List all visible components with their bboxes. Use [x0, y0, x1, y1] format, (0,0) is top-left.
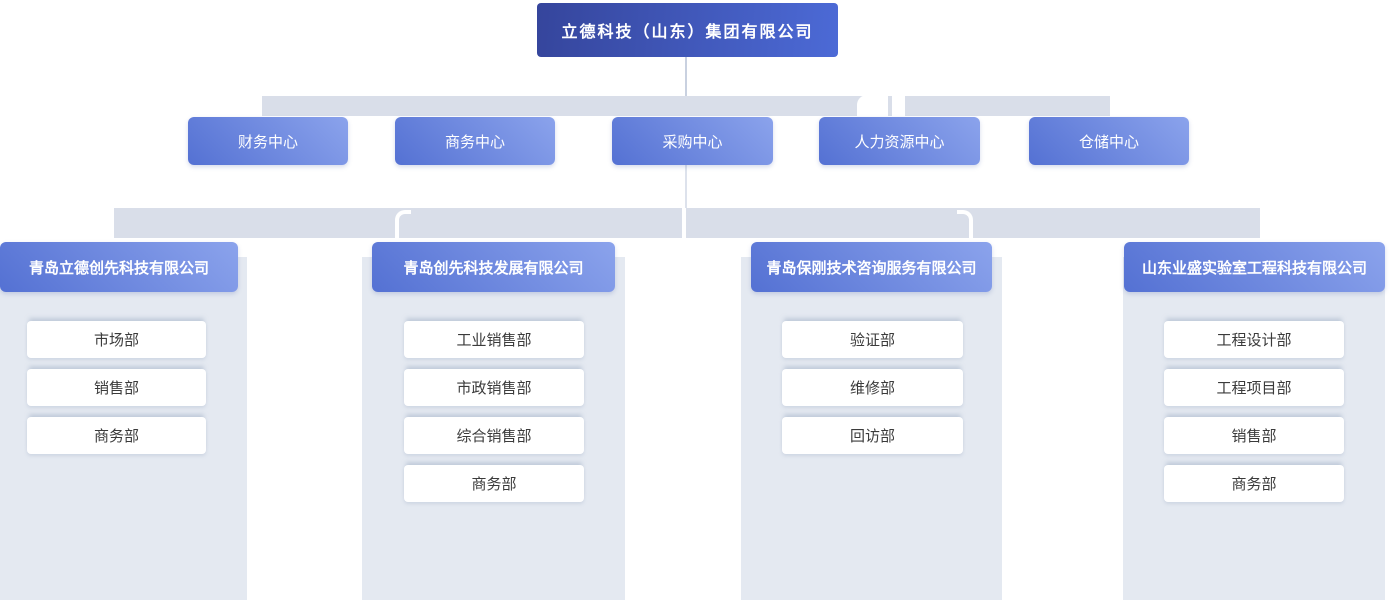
connector-white-elbow-2 [892, 95, 905, 116]
connector-band-level1 [262, 96, 1110, 116]
connector-band-level2 [114, 208, 1260, 238]
center-node[interactable]: 仓储中心 [1029, 117, 1189, 165]
department-node[interactable]: 验证部 [782, 321, 963, 358]
department-node[interactable]: 销售部 [1164, 417, 1344, 454]
company-header-node[interactable]: 青岛创先科技发展有限公司 [372, 242, 615, 292]
connector-white-line [682, 208, 686, 238]
root-company-node[interactable]: 立德科技（山东）集团有限公司 [537, 3, 838, 57]
department-node[interactable]: 工程设计部 [1164, 321, 1344, 358]
company-header-node[interactable]: 山东业盛实验室工程科技有限公司 [1124, 242, 1385, 292]
company-header-node[interactable]: 青岛保刚技术咨询服务有限公司 [751, 242, 992, 292]
department-node[interactable]: 商务部 [404, 465, 584, 502]
connector-hook-left [395, 210, 411, 238]
center-node[interactable]: 人力资源中心 [819, 117, 980, 165]
department-node[interactable]: 综合销售部 [404, 417, 584, 454]
company-header-node[interactable]: 青岛立德创先科技有限公司 [0, 242, 238, 292]
department-node[interactable]: 回访部 [782, 417, 963, 454]
department-node[interactable]: 维修部 [782, 369, 963, 406]
department-node[interactable]: 销售部 [27, 369, 206, 406]
connector-white-elbow-1 [857, 95, 888, 116]
department-node[interactable]: 商务部 [27, 417, 206, 454]
center-node[interactable]: 商务中心 [395, 117, 555, 165]
department-node[interactable]: 工业销售部 [404, 321, 584, 358]
department-node[interactable]: 商务部 [1164, 465, 1344, 502]
connector-mid-line [685, 165, 687, 208]
department-node[interactable]: 工程项目部 [1164, 369, 1344, 406]
center-node[interactable]: 采购中心 [612, 117, 773, 165]
center-node[interactable]: 财务中心 [188, 117, 348, 165]
connector-hook-right [957, 210, 973, 238]
department-node[interactable]: 市政销售部 [404, 369, 584, 406]
department-node[interactable]: 市场部 [27, 321, 206, 358]
connector-root-line [685, 57, 687, 96]
